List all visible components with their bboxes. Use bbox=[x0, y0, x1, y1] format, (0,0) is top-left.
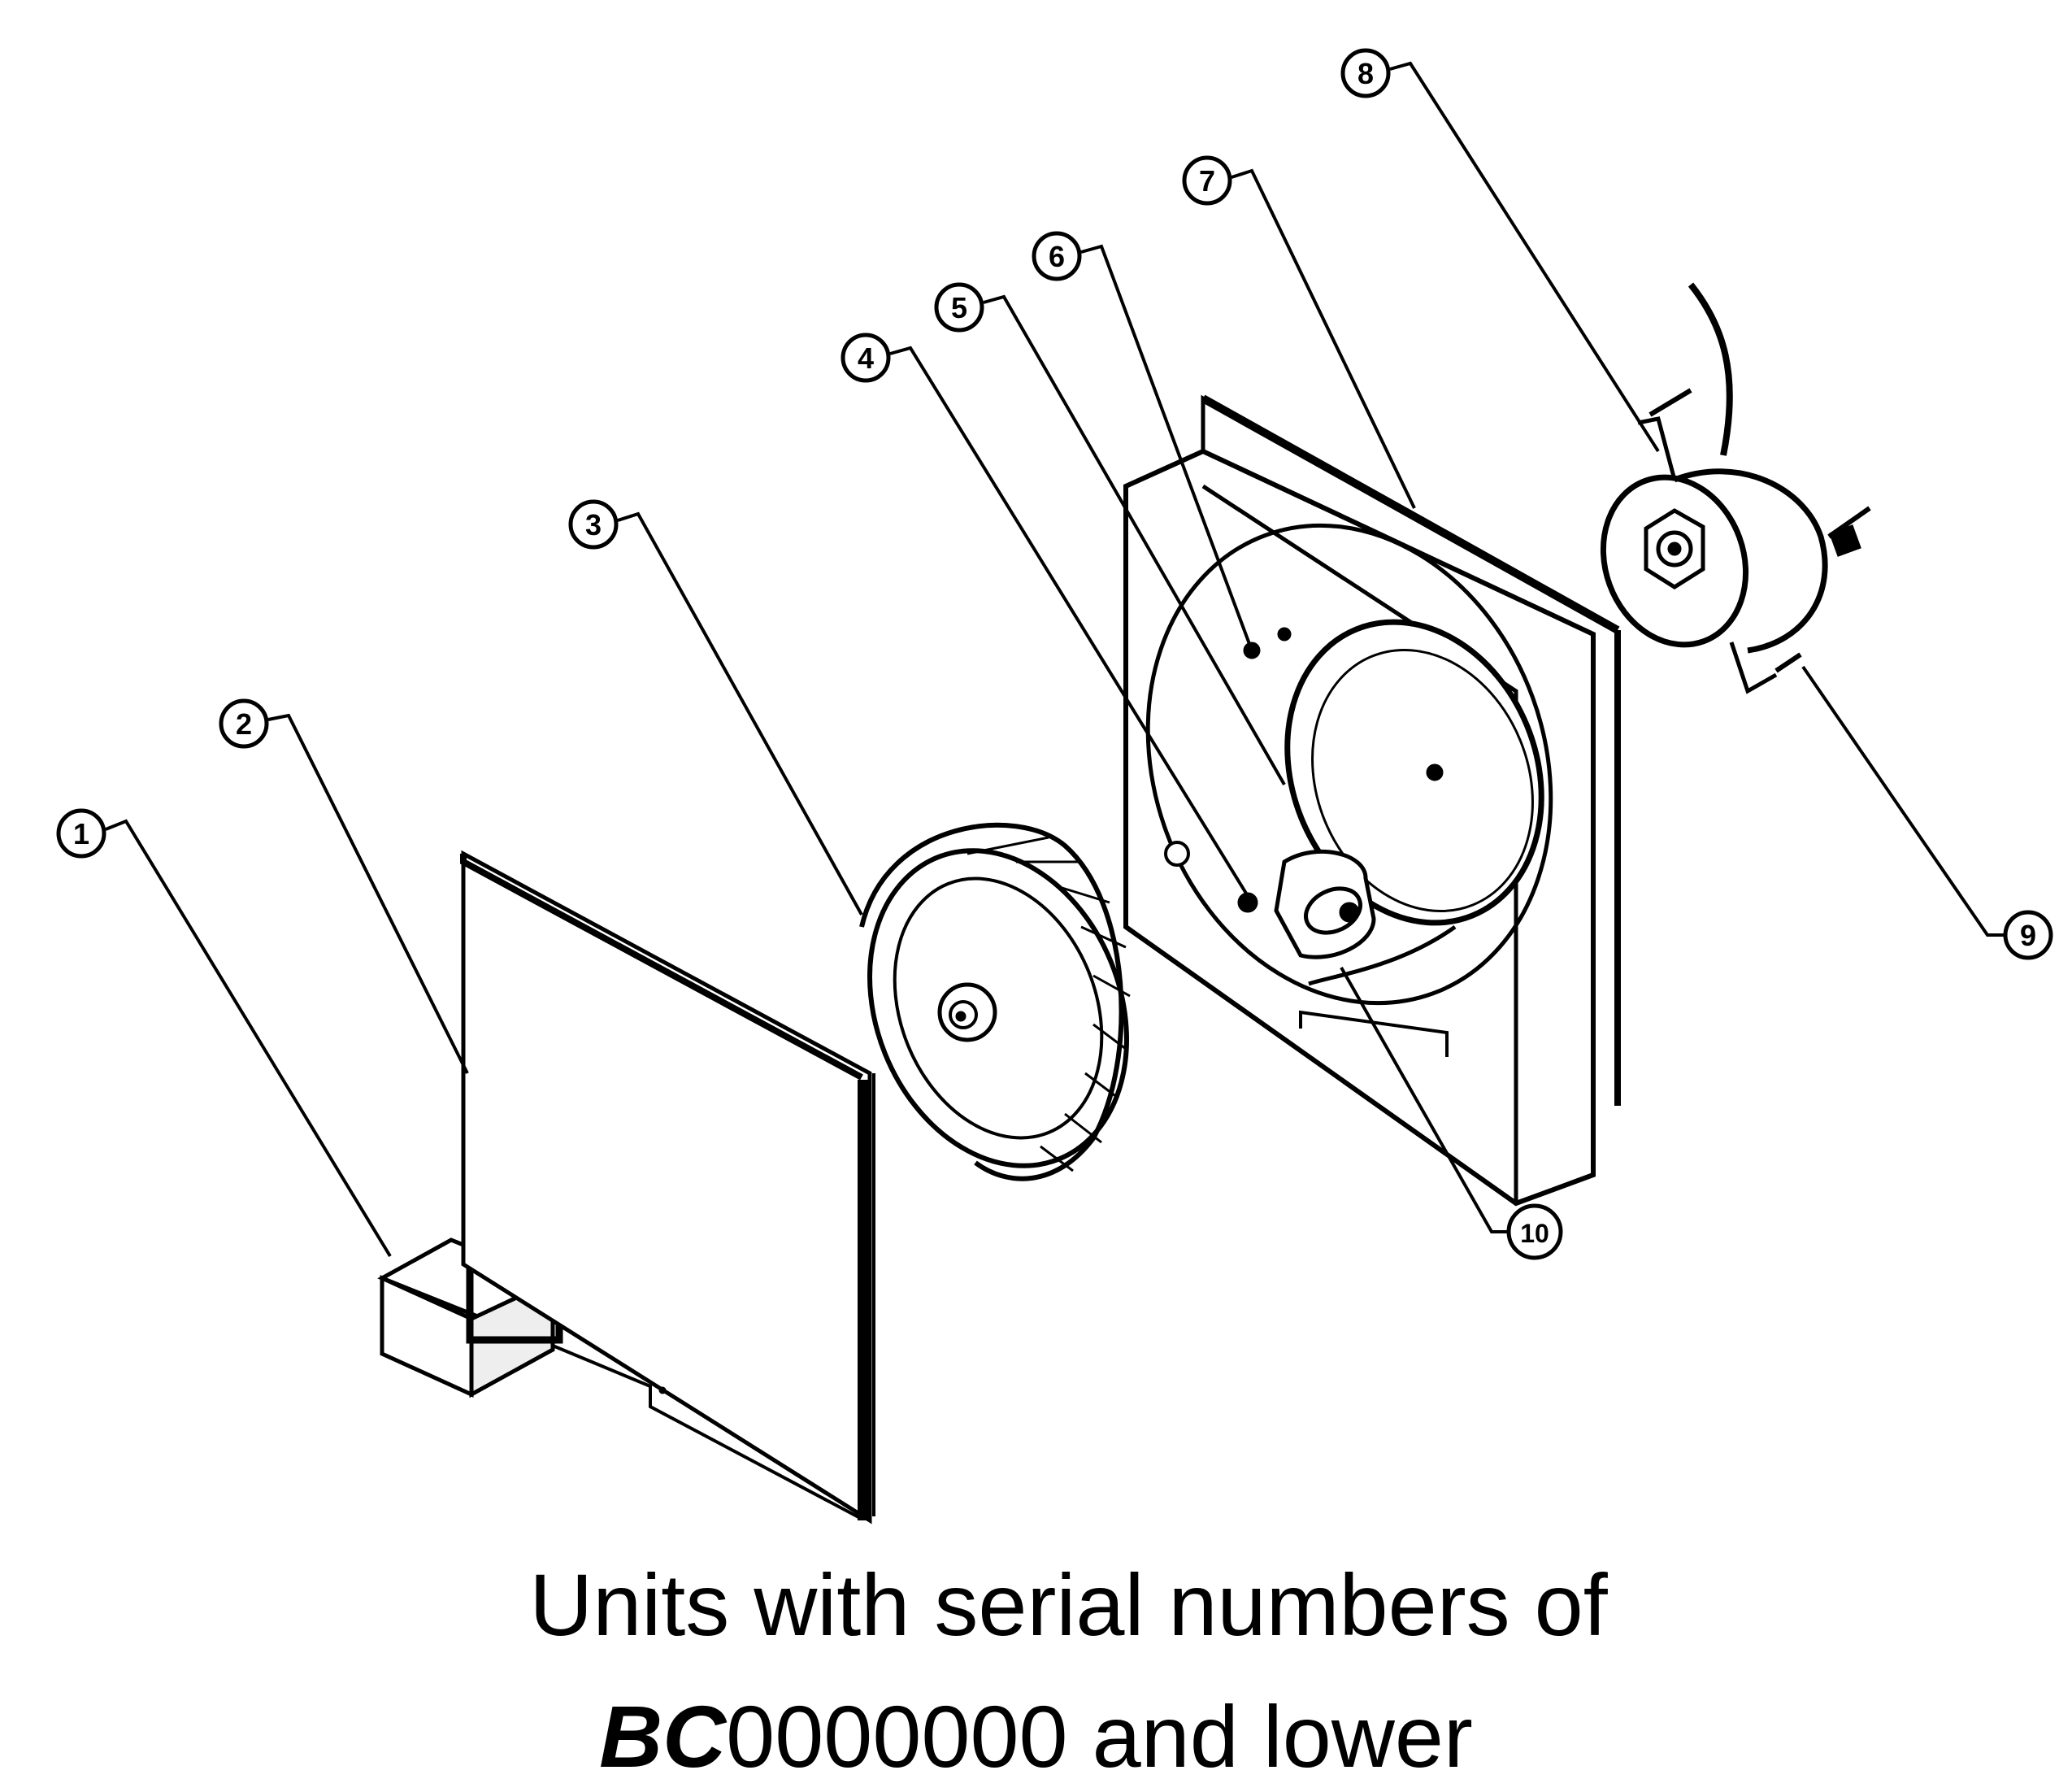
svg-text:7: 7 bbox=[1199, 164, 1215, 198]
leader-8 bbox=[1389, 61, 1660, 453]
leader-4 bbox=[889, 346, 1253, 904]
svg-text:8: 8 bbox=[1357, 57, 1374, 90]
svg-text:5: 5 bbox=[951, 291, 967, 324]
leader-2 bbox=[267, 713, 469, 1074]
leader-3 bbox=[617, 511, 863, 916]
caption-serial-range-line-2: BC0000000 and lower bbox=[0, 1693, 2072, 1781]
part-8-motor bbox=[1600, 282, 1871, 694]
leader-9 bbox=[1801, 665, 2004, 937]
callout-6: 6 bbox=[1032, 231, 1082, 281]
callout-9: 9 bbox=[2003, 910, 2053, 960]
part-2-panel bbox=[460, 850, 875, 1525]
leader-10 bbox=[1340, 967, 1508, 1233]
svg-text:1: 1 bbox=[73, 817, 89, 850]
callout-4: 4 bbox=[841, 333, 891, 383]
callout-7: 7 bbox=[1182, 155, 1232, 206]
caption-serial-range-line-1: Units with serial numbers of bbox=[0, 1561, 2072, 1649]
callout-10: 10 bbox=[1506, 1203, 1563, 1260]
caption-serial-rest: 0000000 and lower bbox=[726, 1687, 1473, 1785]
svg-text:4: 4 bbox=[858, 341, 874, 375]
blower-housing bbox=[1123, 394, 1621, 1207]
leader-5 bbox=[983, 294, 1286, 785]
callout-8: 8 bbox=[1340, 48, 1391, 98]
callout-2: 2 bbox=[219, 698, 269, 749]
leader-lines bbox=[105, 61, 2004, 1258]
svg-text:6: 6 bbox=[1049, 240, 1065, 273]
caption-line-1-text: Units with serial numbers of bbox=[529, 1555, 1608, 1654]
leader-6 bbox=[1080, 244, 1253, 651]
callout-5: 5 bbox=[934, 282, 984, 333]
leader-1 bbox=[105, 819, 392, 1258]
leader-7 bbox=[1231, 168, 1416, 509]
svg-text:9: 9 bbox=[2020, 919, 2036, 952]
callout-3: 3 bbox=[568, 499, 619, 550]
callout-1: 1 bbox=[56, 808, 106, 859]
caption-serial-prefix: BC bbox=[599, 1687, 727, 1785]
svg-text:10: 10 bbox=[1520, 1219, 1549, 1248]
svg-text:3: 3 bbox=[585, 508, 602, 542]
callouts: 1 2 3 4 5 6 7 8 bbox=[56, 48, 2053, 1260]
part-3-blower-wheel bbox=[859, 822, 1131, 1181]
svg-text:2: 2 bbox=[236, 707, 252, 741]
